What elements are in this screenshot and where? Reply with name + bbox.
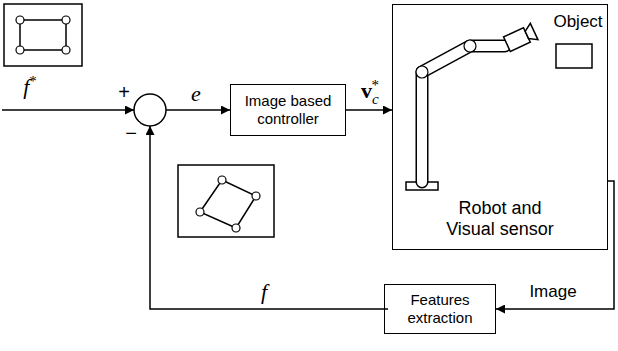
robot-arm	[406, 23, 538, 190]
desired-image	[4, 4, 82, 66]
signal-name: f	[259, 280, 269, 304]
signal-name: vc*	[359, 77, 381, 107]
input-wire	[2, 109, 134, 111]
sign-label: +	[116, 81, 132, 103]
target-object	[556, 44, 592, 68]
signal-name: Image	[527, 283, 578, 302]
node-text: Robot and Visual sensor	[435, 198, 565, 241]
node-text: Image based controller	[238, 92, 338, 128]
controller-box: Image based controller	[230, 84, 346, 136]
signal-name: e	[189, 82, 203, 106]
process-box: Features extraction	[384, 284, 496, 334]
plant-box: Robot and Visual sensor	[392, 4, 608, 250]
feedback-wire	[150, 126, 388, 309]
current-image	[178, 165, 274, 237]
sign-label: −	[123, 122, 139, 144]
object-label: Object	[551, 13, 604, 32]
signal-connector	[346, 109, 392, 111]
signal-name: f*	[21, 73, 39, 100]
error-wire	[166, 109, 230, 111]
node-text: Features extraction	[392, 291, 488, 327]
